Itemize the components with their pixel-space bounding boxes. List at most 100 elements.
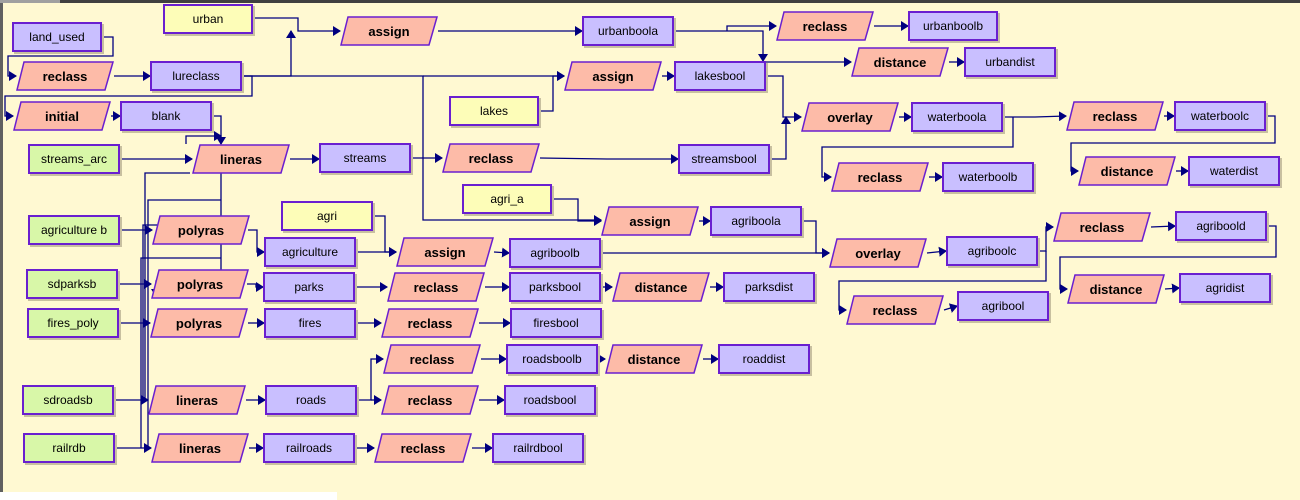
tool-node-reclass[interactable]: reclass xyxy=(374,433,472,463)
data-node-agri-a[interactable]: agri_a xyxy=(462,184,552,214)
data-node-roaddist[interactable]: roaddist xyxy=(718,344,810,374)
parallelogram-shape xyxy=(605,344,703,374)
data-node-roadsbool[interactable]: roadsbool xyxy=(504,385,596,415)
data-node-agri[interactable]: agri xyxy=(281,201,373,231)
connector-arrow xyxy=(185,131,222,144)
node-label: agridist xyxy=(1205,281,1245,295)
connector-arrow xyxy=(357,354,384,401)
node-label: reclass xyxy=(857,169,903,185)
tool-node-reclass[interactable]: reclass xyxy=(387,272,485,302)
data-node-agribool[interactable]: agribool xyxy=(957,291,1049,321)
data-node-waterdist[interactable]: waterdist xyxy=(1188,156,1280,186)
data-node-waterboola[interactable]: waterboola xyxy=(911,102,1003,132)
tool-node-polyras[interactable]: polyras xyxy=(150,308,248,338)
data-node-land-used[interactable]: land_used xyxy=(12,22,102,52)
parallelogram-shape xyxy=(776,11,874,41)
data-node-lakes[interactable]: lakes xyxy=(449,96,539,126)
data-node-streams-arc[interactable]: streams_arc xyxy=(28,144,120,174)
node-label: fires_poly xyxy=(47,316,99,330)
connector-arrow xyxy=(1059,225,1277,294)
data-node-railrdb[interactable]: railrdb xyxy=(23,433,115,463)
data-node-urban[interactable]: urban xyxy=(163,4,253,34)
tool-node-overlay[interactable]: overlay xyxy=(829,238,927,268)
tool-node-reclass[interactable]: reclass xyxy=(846,295,944,325)
data-node-urbanboola[interactable]: urbanboola xyxy=(582,16,674,46)
connector-arrow xyxy=(7,36,114,81)
tool-node-reclass[interactable]: reclass xyxy=(1066,101,1164,131)
data-node-roadsboolb[interactable]: roadsboolb xyxy=(506,344,598,374)
tool-node-overlay[interactable]: overlay xyxy=(801,102,899,132)
tool-node-reclass[interactable]: reclass xyxy=(831,162,929,192)
data-node-lureclass[interactable]: lureclass xyxy=(150,61,242,91)
tool-node-reclass[interactable]: reclass xyxy=(16,61,114,91)
data-node-agridist[interactable]: agridist xyxy=(1179,273,1271,303)
data-node-parksbool[interactable]: parksbool xyxy=(509,272,601,302)
connector-arrow xyxy=(493,247,510,258)
data-node-fires[interactable]: fires xyxy=(264,308,356,338)
tool-node-reclass[interactable]: reclass xyxy=(381,385,479,415)
tool-node-polyras[interactable]: polyras xyxy=(151,269,249,299)
parallelogram-shape xyxy=(148,385,246,415)
connector-arrow xyxy=(552,198,602,226)
node-label: sdroadsb xyxy=(43,393,93,407)
node-label: reclass xyxy=(413,279,459,295)
data-node-agriboold[interactable]: agriboold xyxy=(1175,211,1267,241)
data-node-agriboola[interactable]: agriboola xyxy=(710,206,802,236)
tool-node-assign[interactable]: assign xyxy=(340,16,438,46)
data-node-fires-poly[interactable]: fires_poly xyxy=(27,308,119,338)
tool-node-distance[interactable]: distance xyxy=(1078,156,1176,186)
data-node-agriculture[interactable]: agriculture xyxy=(264,237,356,267)
tool-node-polyras[interactable]: polyras xyxy=(152,215,250,245)
node-label: roadsbool xyxy=(523,393,577,407)
data-node-parksdist[interactable]: parksdist xyxy=(723,272,815,302)
tool-node-distance[interactable]: distance xyxy=(605,344,703,374)
connector-arrow xyxy=(1150,221,1176,232)
tool-node-distance[interactable]: distance xyxy=(612,272,710,302)
node-label: agriboolc xyxy=(967,244,1017,258)
tool-node-reclass[interactable]: reclass xyxy=(383,344,481,374)
tool-node-reclass[interactable]: reclass xyxy=(776,11,874,41)
tool-node-reclass[interactable]: reclass xyxy=(1053,212,1151,242)
data-node-railrdbool[interactable]: railrdbool xyxy=(492,433,584,463)
tool-node-assign[interactable]: assign xyxy=(601,206,699,236)
connector-arrow xyxy=(726,21,777,31)
data-node-agriboolb[interactable]: agriboolb xyxy=(509,238,601,268)
tool-node-lineras[interactable]: lineras xyxy=(192,144,290,174)
data-node-streams[interactable]: streams xyxy=(319,143,411,173)
data-node-waterboolb[interactable]: waterboolb xyxy=(942,162,1034,192)
data-node-sdroadsb[interactable]: sdroadsb xyxy=(22,385,114,415)
data-node-blank[interactable]: blank xyxy=(120,101,212,131)
parallelogram-shape xyxy=(1066,101,1164,131)
data-node-firesbool[interactable]: firesbool xyxy=(510,308,602,338)
data-node-sdparksb[interactable]: sdparksb xyxy=(26,269,118,299)
tool-node-distance[interactable]: distance xyxy=(851,47,949,77)
data-node-parks[interactable]: parks xyxy=(263,272,355,302)
node-label: distance xyxy=(634,279,688,295)
connector-arrow xyxy=(838,251,1047,315)
connector-arrow xyxy=(242,75,602,225)
data-node-lakesbool[interactable]: lakesbool xyxy=(674,61,766,91)
connector-arrow xyxy=(212,115,226,145)
node-label: reclass xyxy=(407,392,453,408)
tool-node-initial[interactable]: initial xyxy=(13,101,111,131)
data-node-agriboolc[interactable]: agriboolc xyxy=(946,236,1038,266)
data-node-streamsbool[interactable]: streamsbool xyxy=(678,144,770,174)
node-label: blank xyxy=(151,109,181,123)
tool-node-assign[interactable]: assign xyxy=(396,237,494,267)
data-node-agriculture-b[interactable]: agriculture b xyxy=(28,215,120,245)
node-label: lakesbool xyxy=(694,69,746,83)
tool-node-lineras[interactable]: lineras xyxy=(148,385,246,415)
data-node-railroads[interactable]: railroads xyxy=(263,433,355,463)
node-label: distance xyxy=(1089,281,1143,297)
data-node-roads[interactable]: roads xyxy=(265,385,357,415)
tool-node-assign[interactable]: assign xyxy=(564,61,662,91)
data-node-waterboolc[interactable]: waterboolc xyxy=(1174,101,1266,131)
tool-node-lineras[interactable]: lineras xyxy=(151,433,249,463)
parallelogram-shape xyxy=(151,433,249,463)
tool-node-reclass[interactable]: reclass xyxy=(442,143,540,173)
data-node-urbanboolb[interactable]: urbanboolb xyxy=(908,11,998,41)
parallelogram-shape xyxy=(340,16,438,46)
tool-node-distance[interactable]: distance xyxy=(1067,274,1165,304)
tool-node-reclass[interactable]: reclass xyxy=(381,308,479,338)
data-node-urbandist[interactable]: urbandist xyxy=(964,47,1056,77)
